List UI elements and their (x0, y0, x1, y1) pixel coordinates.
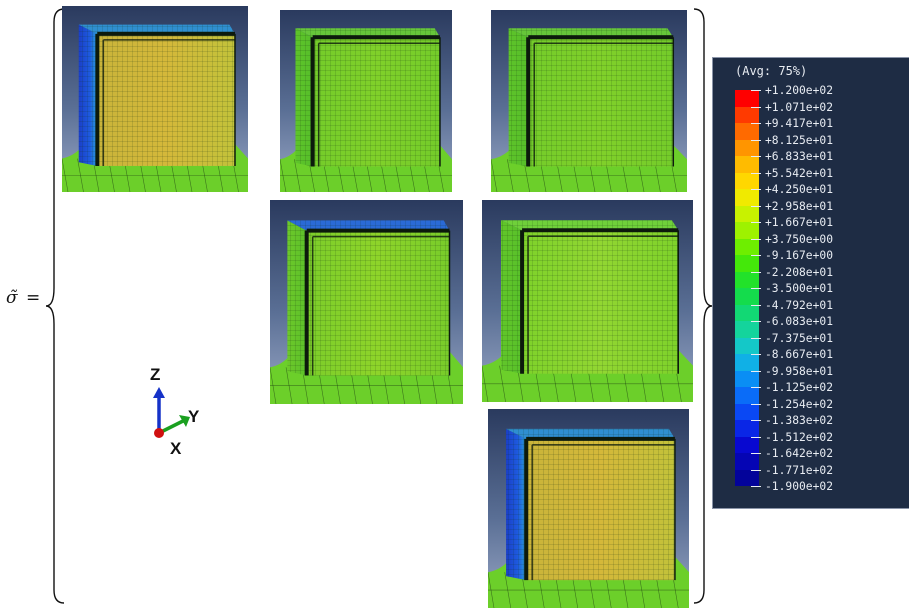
legend-tick: -1.771e+02 (750, 463, 834, 477)
legend-tick-label: -3.500e+01 (765, 282, 834, 295)
legend-band (735, 255, 759, 272)
legend-band (735, 123, 759, 140)
legend-tick-label: +6.833e+01 (765, 150, 834, 163)
legend-band (735, 420, 759, 437)
legend-tick: +5.542e+01 (750, 166, 834, 180)
legend-band (735, 238, 759, 255)
left-brace (45, 8, 65, 604)
z-axis-label: Z (150, 365, 161, 384)
legend-tick-label: +1.200e+02 (765, 84, 834, 97)
stress-plot-4 (270, 220, 463, 404)
legend-band (735, 172, 759, 189)
legend-tick-label: -1.771e+02 (765, 463, 834, 477)
legend-tick-label: -1.383e+02 (765, 414, 834, 427)
legend-band (735, 436, 759, 453)
legend-tick-label: -8.667e+01 (765, 348, 834, 361)
y-axis-label: Y (188, 407, 200, 426)
legend-tick: -1.125e+02 (750, 381, 834, 394)
legend-tick-label: -7.375e+01 (765, 331, 834, 345)
legend-tick: -1.254e+02 (750, 397, 834, 411)
legend-band (735, 387, 759, 404)
legend-tick-label: +9.417e+01 (765, 117, 834, 130)
legend-tick-label: -2.208e+01 (765, 265, 834, 279)
equals-sign: = (26, 288, 41, 308)
legend-tick: +3.750e+00 (750, 232, 834, 246)
legend-tick-label: -9.167e+00 (765, 249, 834, 262)
legend-color-bar (735, 90, 759, 486)
legend-band (735, 222, 759, 239)
axes-triad: Z Y X (140, 365, 210, 465)
stress-plot-6 (488, 428, 689, 608)
stress-plot-3 (491, 28, 687, 192)
legend-band (735, 106, 759, 123)
legend-band (735, 156, 759, 173)
stress-panel-3 (491, 10, 687, 192)
legend-tick-label: +4.250e+01 (765, 183, 834, 196)
legend-band (735, 354, 759, 371)
stress-plot-2 (280, 28, 452, 192)
legend-tick: -1.642e+02 (750, 447, 834, 460)
triad-arrows (153, 387, 190, 438)
stress-panel-6 (488, 409, 689, 608)
legend-band (735, 205, 759, 222)
legend-band (735, 139, 759, 156)
legend-tick-label: -1.254e+02 (765, 397, 834, 411)
legend-tick: -1.383e+02 (750, 414, 834, 427)
stress-plot-5 (482, 220, 693, 402)
legend-band (735, 403, 759, 420)
legend-band (735, 453, 759, 470)
legend-tick: -9.167e+00 (750, 249, 834, 262)
legend-band (735, 370, 759, 387)
legend-band (735, 90, 759, 107)
legend-tick: +1.071e+02 (750, 100, 834, 114)
legend-band (735, 288, 759, 305)
legend-tick: -6.083e+01 (750, 315, 834, 328)
legend-band (735, 304, 759, 321)
legend-band (735, 271, 759, 288)
legend-tick: -2.208e+01 (750, 265, 834, 279)
x-axis-label: X (170, 439, 182, 458)
right-brace (693, 8, 713, 604)
legend-tick: -7.375e+01 (750, 331, 834, 345)
legend-band (735, 469, 759, 486)
legend-tick: +8.125e+01 (750, 133, 834, 147)
legend-tick-label: +2.958e+01 (765, 199, 834, 213)
legend-tick: +6.833e+01 (750, 150, 834, 163)
legend-band (735, 321, 759, 338)
legend-tick-label: -1.900e+02 (765, 480, 834, 493)
legend-tick-label: +1.667e+01 (765, 216, 834, 229)
legend-tick: -4.792e+01 (750, 298, 834, 312)
legend-band (735, 189, 759, 206)
legend-tick-label: +1.071e+02 (765, 100, 834, 114)
stress-plot-1 (62, 24, 248, 192)
legend-tick: +9.417e+01 (750, 117, 834, 130)
sigma-tilde: σ̃ (6, 288, 18, 308)
contour-legend: (Avg: 75%) +1.200e+02 +1.071e+02 +9.417e+0… (712, 57, 909, 509)
legend-tick: -3.500e+01 (750, 282, 834, 295)
legend-tick: -9.958e+01 (750, 364, 834, 378)
legend-tick-label: -9.958e+01 (765, 364, 834, 378)
legend-band (735, 337, 759, 354)
stress-panel-1 (62, 6, 248, 192)
legend-tick-label: -4.792e+01 (765, 298, 834, 312)
legend-title: (Avg: 75%) (735, 64, 808, 78)
legend-tick: -1.512e+02 (750, 430, 834, 444)
legend-tick-label: -6.083e+01 (765, 315, 834, 328)
legend-tick-label: +5.542e+01 (765, 166, 834, 180)
legend-tick: +1.200e+02 (750, 84, 834, 97)
stress-panel-4 (270, 200, 463, 404)
legend-tick: -8.667e+01 (750, 348, 834, 361)
legend-tick: -1.900e+02 (750, 480, 834, 493)
stress-panel-2 (280, 10, 452, 192)
legend-tick: +2.958e+01 (750, 199, 834, 213)
legend-tick-label: -1.642e+02 (765, 447, 834, 460)
legend-tick-label: -1.512e+02 (765, 430, 834, 444)
stress-panel-5 (482, 200, 693, 402)
stress-tensor-symbol: σ̃ = (6, 288, 40, 308)
legend-tick-label: -1.125e+02 (765, 381, 834, 394)
legend-tick: +1.667e+01 (750, 216, 834, 229)
legend-tick-label: +3.750e+00 (765, 232, 834, 246)
legend-tick-label: +8.125e+01 (765, 133, 834, 147)
legend-tick: +4.250e+01 (750, 183, 834, 196)
